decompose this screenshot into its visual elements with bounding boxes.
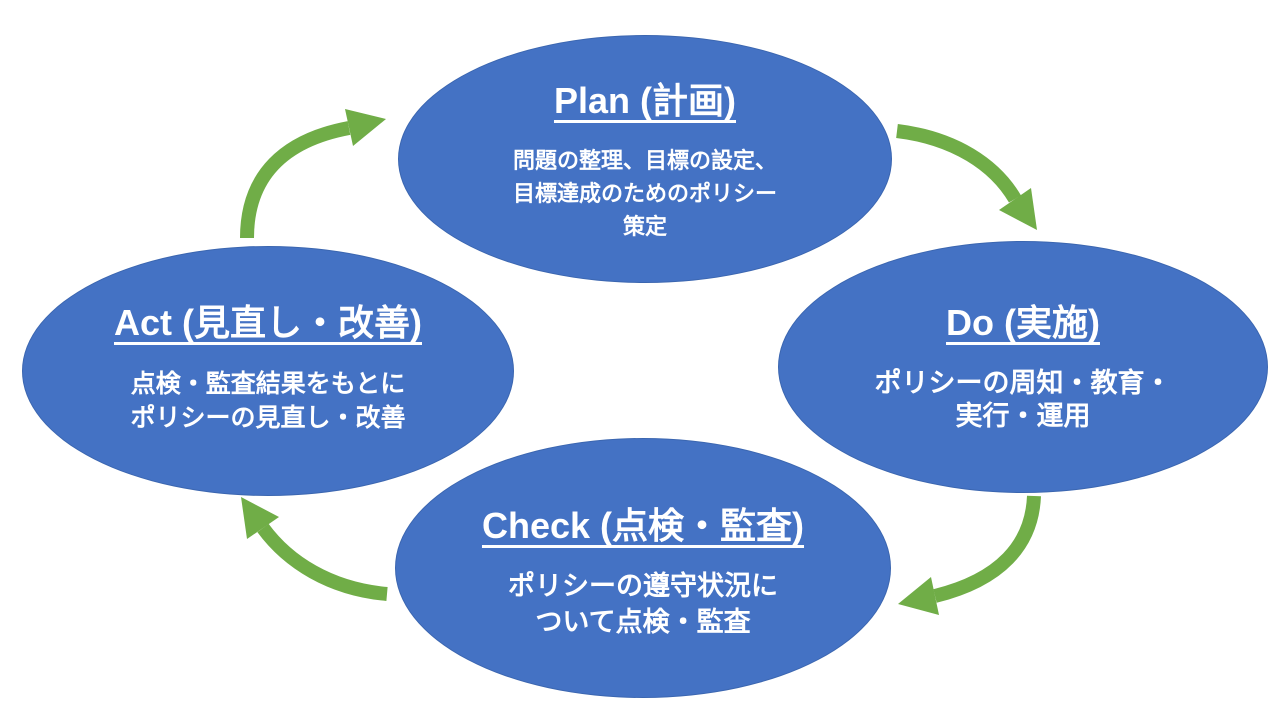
arrow-do-to-check-icon [898, 495, 1041, 615]
node-plan-body: 問題の整理、目標の設定、 目標達成のためのポリシー 策定 [512, 148, 777, 239]
node-plan: Plan (計画) 問題の整理、目標の設定、 目標達成のためのポリシー 策定 [398, 35, 892, 283]
node-plan-title: Plan (計画) [553, 80, 736, 121]
arrow-plan-to-do-icon [896, 124, 1037, 230]
node-act: Act (見直し・改善) 点検・監査結果をもとに ポリシーの見直し・改善 [22, 246, 514, 496]
node-do: Do (実施) ポリシーの周知・教育・ 実行・運用 [778, 241, 1268, 493]
node-act-body: 点検・監査結果をもとに ポリシーの見直し・改善 [130, 370, 406, 432]
node-check-title: Check (点検・監査) [481, 505, 805, 546]
node-do-body: ポリシーの周知・教育・ 実行・運用 [874, 368, 1172, 431]
arrow-check-to-act-icon [241, 497, 388, 601]
arrow-act-to-plan-icon [240, 109, 386, 239]
node-act-title: Act (見直し・改善) [114, 302, 422, 343]
node-check: Check (点検・監査) ポリシーの遵守状況に ついて点検・監査 [395, 438, 891, 698]
node-check-body: ポリシーの遵守状況に ついて点検・監査 [508, 571, 778, 637]
node-do-title: Do (実施) [946, 302, 1100, 343]
